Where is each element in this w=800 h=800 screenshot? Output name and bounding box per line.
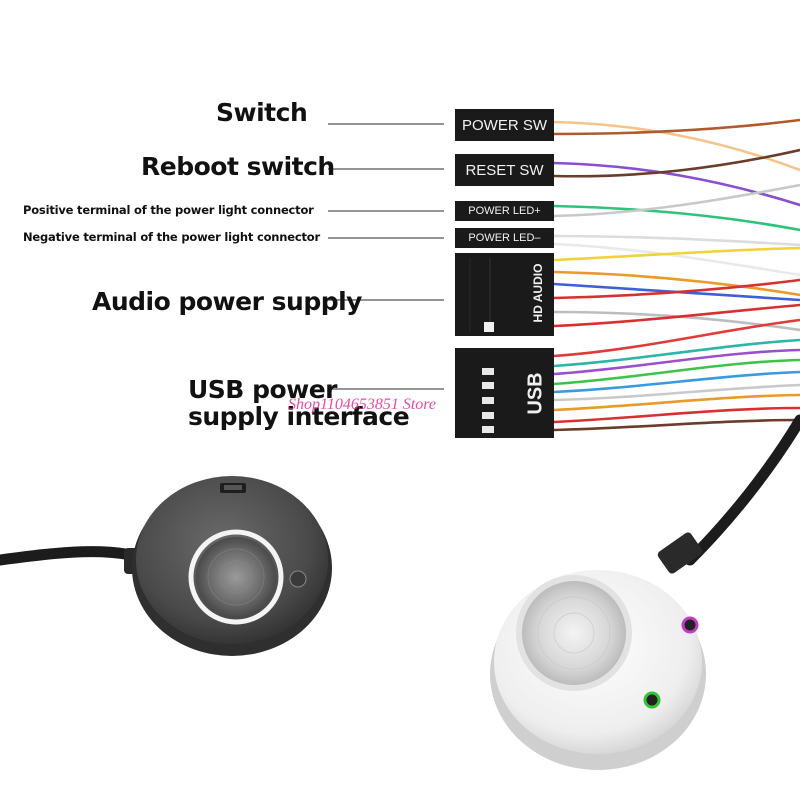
- store-watermark: Shop1104653851 Store: [288, 396, 436, 413]
- usb-power-label-line2: supply interface: [188, 402, 410, 431]
- power-led-pos-connector: POWER LED+: [455, 201, 554, 221]
- reboot-switch-label: Reboot switch: [141, 152, 335, 181]
- power-led-positive-label: Positive terminal of the power light con…: [23, 203, 314, 217]
- hd-audio-block: [455, 253, 554, 336]
- power-led-neg-connector: POWER LED–: [455, 228, 554, 248]
- audio-power-label: Audio power supply: [92, 287, 362, 316]
- white-audio-device: [490, 570, 706, 770]
- leader-lines: [328, 123, 444, 390]
- usb-connector-label: USB: [524, 372, 547, 415]
- usb-power-label-line1: USB power: [188, 375, 338, 404]
- usb-block: [455, 348, 554, 438]
- power-sw-connector: POWER SW: [455, 109, 554, 141]
- white-device-strain-relief: [657, 532, 703, 574]
- dark-switch-device: [132, 476, 332, 656]
- usb-power-label: USB power supply interface: [188, 375, 410, 431]
- white-device-cable: [684, 414, 800, 566]
- hd-audio-label: HD AUDIO: [531, 263, 545, 323]
- reset-sw-connector: RESET SW: [455, 154, 554, 186]
- power-led-negative-label: Negative terminal of the power light con…: [23, 230, 320, 244]
- switch-label: Switch: [216, 98, 308, 127]
- colored-wires: [552, 118, 800, 432]
